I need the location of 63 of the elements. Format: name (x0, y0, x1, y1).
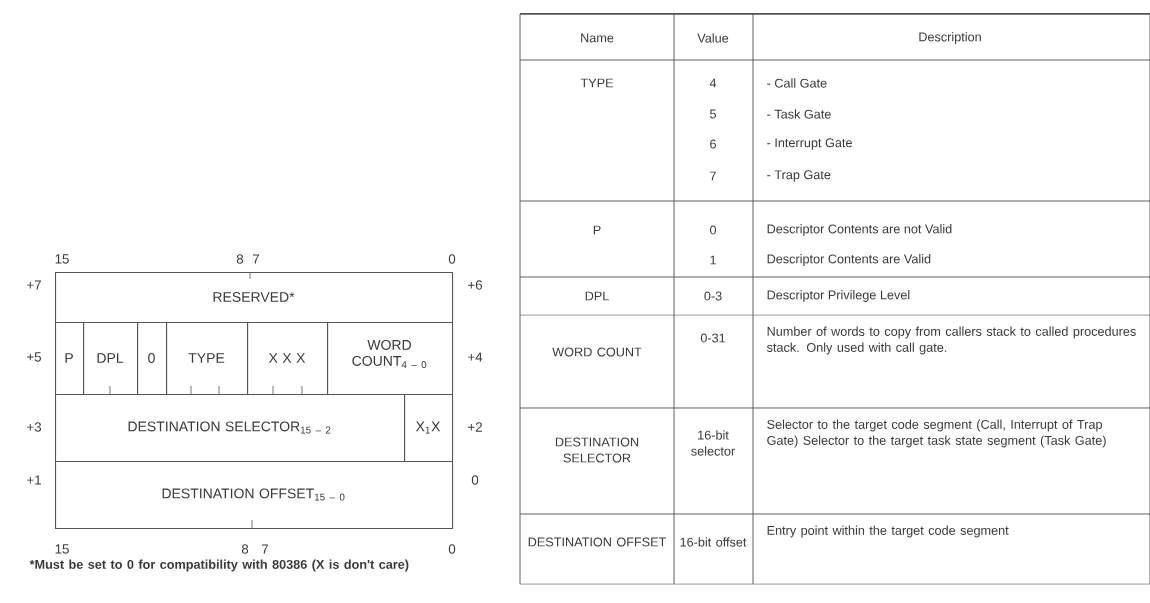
field-cell (55, 394, 406, 463)
bit-number: 0 (448, 254, 456, 264)
field-cell (83, 322, 139, 396)
field-cell (55, 272, 454, 324)
field-label: X X X (268, 353, 306, 363)
field-label: TYPE (188, 353, 225, 363)
byte-offset: +1 (27, 475, 41, 485)
field-label: RESERVED* (213, 292, 295, 302)
table-cell: TYPE (580, 78, 613, 88)
table-cell: Descriptor Contents are Valid (767, 254, 931, 266)
table-cell: 16-bit offset (680, 537, 747, 547)
table-cell: Entry point within the target code segment (767, 525, 1009, 538)
table-cell: DESTINATION OFFSET (528, 537, 666, 547)
table-header: Name (581, 33, 614, 43)
byte-offset: +4 (468, 352, 483, 362)
field-cell (404, 394, 454, 463)
table-cell: DPL (585, 291, 609, 301)
table-cell: - Interrupt Gate (767, 138, 852, 150)
field-cell (247, 322, 329, 396)
table-cell: 6 (710, 139, 716, 149)
field-label: DPL (97, 353, 124, 363)
table-cell: Descriptor Contents are not Valid (767, 224, 952, 236)
field-cell (166, 322, 249, 396)
table-cell: Selector to the target code segment (Call, Interrupt of Trap Gate) Selector to the target task state segment (Task Gate) (767, 419, 1106, 448)
field-label: X$_{1}$X (415, 421, 441, 434)
bit-number: 7 (262, 544, 269, 554)
table-cell: DESTINATION SELECTOR (555, 437, 639, 463)
bit-number: 0 (448, 544, 456, 554)
table-cell: P (593, 225, 601, 235)
table-cell: 0 (710, 225, 717, 235)
byte-offset: +7 (27, 280, 41, 290)
table-cell: - Task Gate (767, 109, 831, 119)
table-cell: 0-3 (704, 291, 722, 301)
table-header: Description (919, 32, 981, 44)
table-cell: - Call Gate (767, 78, 827, 88)
field-label: WORD COUNT$_{4 – 0}$ (352, 339, 427, 369)
table-cell: 7 (710, 171, 716, 181)
byte-offset: +6 (468, 280, 483, 290)
table-cell: 1 (710, 255, 716, 265)
field-cell (55, 322, 85, 396)
field-label: P (65, 353, 73, 363)
table-cell: 5 (710, 109, 716, 119)
table-header: Value (697, 33, 729, 43)
byte-offset: +3 (27, 422, 42, 432)
byte-offset: +5 (27, 352, 42, 362)
bit-number: 15 (55, 544, 69, 554)
field-label: DESTINATION SELECTOR$_{15 – 2}$ (128, 421, 331, 434)
field-cell (327, 322, 454, 396)
table-cell: Number of words to copy from callers stack to called procedures stack. Only used with call gate. (766, 326, 1136, 355)
field-label: 0 (148, 353, 155, 363)
footnote: *Must be set to 0 for compatibility with 80386 (X is don't care) (29, 559, 409, 572)
field-label: DESTINATION OFFSET$_{15 – 0}$ (162, 488, 345, 501)
table-cell: - Trap Gate (767, 170, 831, 182)
field-cell (55, 461, 454, 530)
table-cell: Descriptor Privilege Level (767, 290, 910, 302)
byte-offset: 0 (471, 475, 479, 485)
table-cell: 16-bit selector (691, 430, 735, 456)
table-cell: 0-31 (700, 333, 726, 343)
byte-offset: +2 (468, 422, 482, 432)
table-cell: WORD COUNT (552, 347, 642, 357)
bit-number: 8 (241, 544, 249, 554)
field-cell (137, 322, 168, 396)
table-cell: 4 (709, 78, 717, 88)
